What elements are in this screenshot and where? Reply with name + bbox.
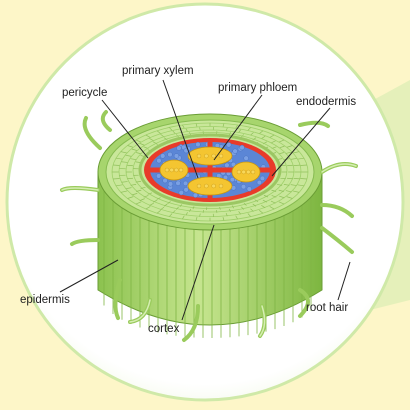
phloem-cell [241, 184, 246, 189]
phloem-cell [156, 174, 161, 179]
xylem-cell [251, 170, 255, 174]
xylem-cell [212, 154, 216, 158]
phloem-cell [183, 181, 188, 186]
phloem-cell [168, 152, 173, 157]
phloem-cell [230, 177, 235, 182]
xylem-cell [219, 184, 223, 188]
phloem-cell [177, 146, 182, 151]
xylem-cell [204, 154, 208, 158]
phloem-cell [157, 158, 162, 163]
xylem-cell [212, 184, 216, 188]
primary-xylem-lobe [188, 177, 232, 195]
phloem-cell [184, 187, 189, 192]
label-root-hair: root hair [306, 303, 348, 315]
label-primary-xylem: primary xylem [122, 66, 194, 78]
xylem-cell [174, 168, 178, 172]
primary-xylem-lobe [188, 147, 232, 165]
phloem-cell [257, 180, 262, 185]
label-pericycle: pericycle [62, 88, 107, 100]
phloem-cell [174, 154, 179, 159]
label-primary-phloem: primary phloem [218, 83, 297, 95]
phloem-cell [226, 142, 231, 147]
label-epidermis: epidermis [20, 295, 70, 307]
phloem-cell [176, 181, 181, 186]
xylem-cell [179, 168, 183, 172]
phloem-cell [233, 149, 238, 154]
xylem-cell [165, 168, 169, 172]
primary-xylem-lobe [160, 160, 188, 180]
xylem-cell [237, 170, 241, 174]
root-top-face [98, 114, 322, 230]
phloem-cell [179, 190, 184, 195]
phloem-cell [244, 156, 249, 161]
phloem-cell [260, 176, 265, 181]
phloem-cell [168, 182, 173, 187]
phloem-cell [224, 163, 229, 168]
xylem-cell [197, 184, 201, 188]
phloem-cell [247, 187, 252, 192]
vascular-cylinder [150, 142, 270, 198]
phloem-cell [160, 154, 165, 159]
label-endodermis: endodermis [296, 97, 356, 109]
xylem-cell [219, 154, 223, 158]
xylem-cell [204, 184, 208, 188]
phloem-cell [240, 145, 245, 150]
label-cortex: cortex [148, 324, 179, 336]
xylem-cell [197, 154, 201, 158]
xylem-cell [246, 170, 250, 174]
primary-xylem-lobe [232, 162, 260, 182]
phloem-cell [196, 142, 201, 147]
xylem-cell [242, 170, 246, 174]
xylem-cell [170, 168, 174, 172]
